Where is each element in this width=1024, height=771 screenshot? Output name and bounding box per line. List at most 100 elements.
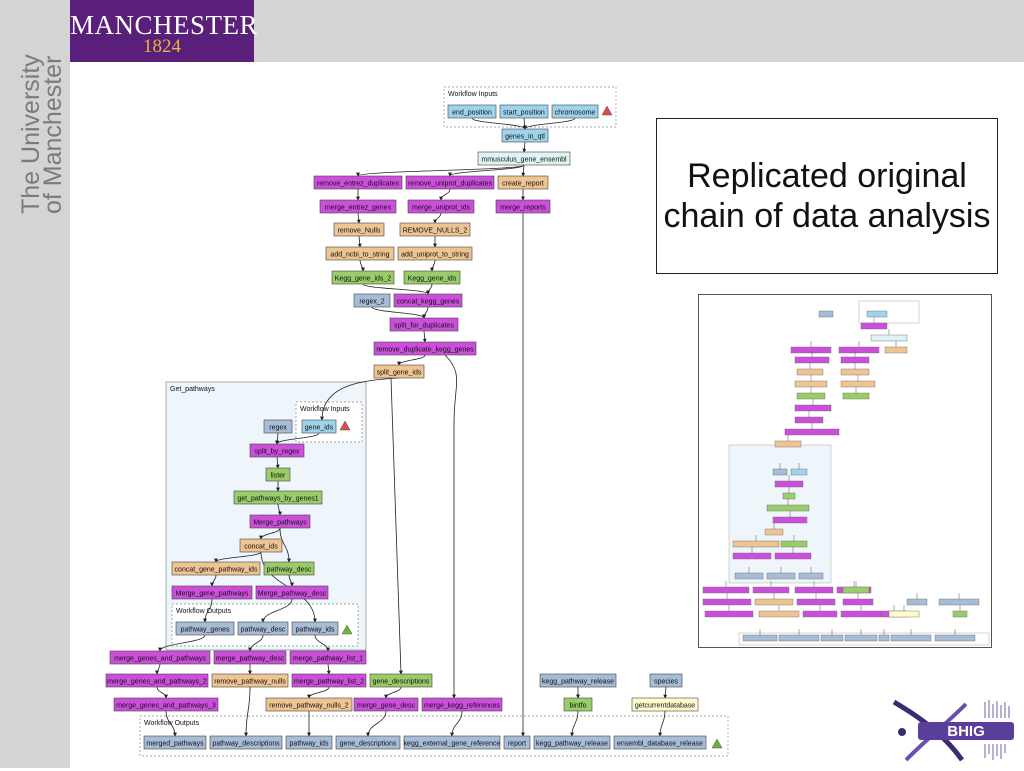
node-gene-ids: gene_ids bbox=[301, 419, 337, 434]
thumb-node bbox=[780, 540, 808, 548]
thumb-node bbox=[890, 634, 932, 642]
node-lister: lister bbox=[265, 467, 291, 482]
node-label: split_for_duplicates bbox=[394, 322, 454, 329]
thumb-node bbox=[778, 634, 820, 642]
thumb-node bbox=[794, 404, 832, 412]
triangle-icon bbox=[711, 738, 723, 749]
edge-genes-in-qtl-to-mmusculus bbox=[522, 141, 527, 153]
node-label: gene_descriptions bbox=[373, 678, 430, 685]
thumb-node bbox=[838, 346, 880, 354]
node-sub-out-desc: pathway_desc bbox=[237, 621, 289, 636]
node-label: remove_pathway_nulls bbox=[214, 678, 286, 685]
node-out-4: kegg_external_gene_reference bbox=[404, 735, 501, 750]
node-split-gene-ids: split_gene_ids bbox=[373, 364, 425, 379]
node-add-uniprot: add_uniprot_to_string bbox=[397, 246, 473, 261]
node-pathway-desc-node: pathway_desc bbox=[263, 561, 315, 576]
thumb-node bbox=[702, 598, 752, 606]
node-mgp: merge_genes_and_pathways bbox=[109, 650, 211, 665]
node-label: remove_Nulls bbox=[338, 227, 381, 234]
edge-mpl1-to-mpl2 bbox=[326, 663, 331, 675]
node-label: remove_duplicate_kegg_genes bbox=[376, 346, 474, 353]
node-sub-out-genes: pathway_genes bbox=[175, 621, 235, 636]
node-rpn: remove_pathway_nulls bbox=[211, 673, 289, 688]
thumb-node bbox=[782, 492, 796, 500]
edge-get-pathways-to-merge-pathways bbox=[277, 503, 282, 516]
edge-merge-kegg-refs-to-out-4 bbox=[450, 710, 463, 737]
edge-merge-gene-pathways-to-sub-out-genes bbox=[203, 598, 213, 623]
triangle-icon bbox=[601, 105, 613, 116]
edge-kegg-ids-to-concat-kegg bbox=[426, 283, 433, 295]
node-mgp3: merge_genes_and_pathways_3 bbox=[113, 697, 219, 712]
node-label: lister bbox=[271, 472, 286, 479]
node-mpl1: merge_pathway_list_1 bbox=[289, 650, 367, 665]
node-out-3: gene_descriptions bbox=[335, 735, 401, 750]
edge-kegg-genes-to-merge-kegg-references bbox=[444, 354, 458, 699]
thumb-node bbox=[766, 504, 810, 512]
thumb-node bbox=[734, 572, 764, 580]
thumb-node bbox=[732, 540, 780, 548]
node-out-1: pathway_descriptions bbox=[209, 735, 283, 750]
node-label: Merge_pathway_desc bbox=[258, 590, 327, 597]
edge-mmusculus-to-rm-entrez-dup bbox=[356, 164, 525, 177]
edge-merge-gene-desc-to-out-3 bbox=[366, 710, 387, 737]
thumb-node bbox=[818, 310, 834, 318]
node-label: merge_genes_and_pathways bbox=[114, 655, 206, 662]
edge-mgp-to-mgp2 bbox=[155, 663, 161, 675]
thumb-node bbox=[702, 586, 750, 594]
thumb-node bbox=[842, 598, 874, 606]
node-add-ncbi: add_ncbi_to_string bbox=[325, 246, 395, 261]
node-label: regex_2 bbox=[359, 298, 384, 305]
edge-add-uniprot-to-kegg-ids bbox=[430, 259, 436, 272]
edge-split-dup-to-rm-dup-kegg bbox=[422, 330, 427, 343]
edge-merge-pathways-to-concat-ids bbox=[259, 527, 281, 540]
thumb-node bbox=[796, 368, 824, 376]
node-regex2: regex_2 bbox=[353, 293, 391, 308]
node-regex: regex bbox=[263, 419, 293, 434]
node-label: merge_pathway_list_2 bbox=[294, 678, 364, 685]
edge-rpn-to-out-1 bbox=[244, 686, 251, 737]
node-out-7: ensembl_database_release bbox=[613, 735, 707, 750]
node-remove-nulls2: REMOVE_NULLS_2 bbox=[399, 222, 471, 237]
thumb-node bbox=[798, 572, 824, 580]
node-end-position: end_position bbox=[447, 104, 497, 119]
workflow-thumbnail bbox=[698, 294, 992, 648]
node-merge-pathways: Merge_pathways bbox=[249, 514, 311, 529]
edge-mgp3-to-out-0 bbox=[165, 710, 177, 737]
node-merge-gene-desc: merge_gene_desc bbox=[353, 697, 419, 712]
edge-concat-gene-pathway-to-merge-gene-pathways bbox=[210, 574, 217, 587]
logo-wordmark: MANCHESTER bbox=[70, 10, 259, 40]
node-label: merge_reports bbox=[500, 204, 546, 211]
node-kegg-release: kegg_pathway_release bbox=[539, 673, 617, 688]
edge-merge-pathways-to-pathway-desc-node bbox=[279, 527, 291, 563]
node-label: pathway_genes bbox=[180, 626, 230, 633]
node-rpn2: remove_pathway_nulls_2 bbox=[265, 697, 353, 712]
node-label: merge_genes_and_pathways_2 bbox=[107, 678, 207, 685]
node-label: pathway_desc bbox=[241, 626, 286, 633]
node-label: create_report bbox=[502, 180, 544, 187]
thumb-node bbox=[878, 634, 890, 642]
node-out-6: kegg_pathway_release bbox=[533, 735, 611, 750]
node-chromosome: chromosome bbox=[551, 104, 599, 119]
thumb-node bbox=[772, 516, 808, 524]
node-label: add_uniprot_to_string bbox=[401, 251, 469, 258]
edge-regex2-to-split-dup bbox=[371, 306, 426, 319]
edge-sub-out-ids-to-mpl1 bbox=[314, 634, 330, 652]
node-label: concat_ids bbox=[244, 543, 278, 550]
thumb-node bbox=[938, 598, 980, 606]
edge-split-gene-ids-to-gene-descriptions bbox=[390, 377, 403, 675]
node-label: merge_entrez_genes bbox=[325, 204, 392, 211]
node-concat-gene-pathway: concat_gene_pathway_ids bbox=[171, 561, 261, 576]
edge-mgp2-to-mgp3 bbox=[156, 686, 168, 699]
thumb-node bbox=[842, 586, 870, 594]
node-create-report: create_report bbox=[497, 175, 549, 190]
get-pathways-box-title: Get_pathways bbox=[170, 386, 215, 393]
edge-split-gene-ids-to-gene-ids bbox=[320, 377, 400, 421]
thumb-node bbox=[840, 380, 876, 388]
edge-sub-out-genes-to-mgp bbox=[158, 634, 206, 652]
node-label: genes_in_qtl bbox=[505, 133, 545, 140]
node-label: pathway_descriptions bbox=[212, 740, 280, 747]
node-label: Kegg_gene_ids_2 bbox=[335, 275, 392, 282]
node-species: species bbox=[649, 673, 683, 688]
node-out-2: pathway_ids bbox=[285, 735, 333, 750]
edge-gene-ids-to-split-by-regex bbox=[275, 432, 320, 445]
